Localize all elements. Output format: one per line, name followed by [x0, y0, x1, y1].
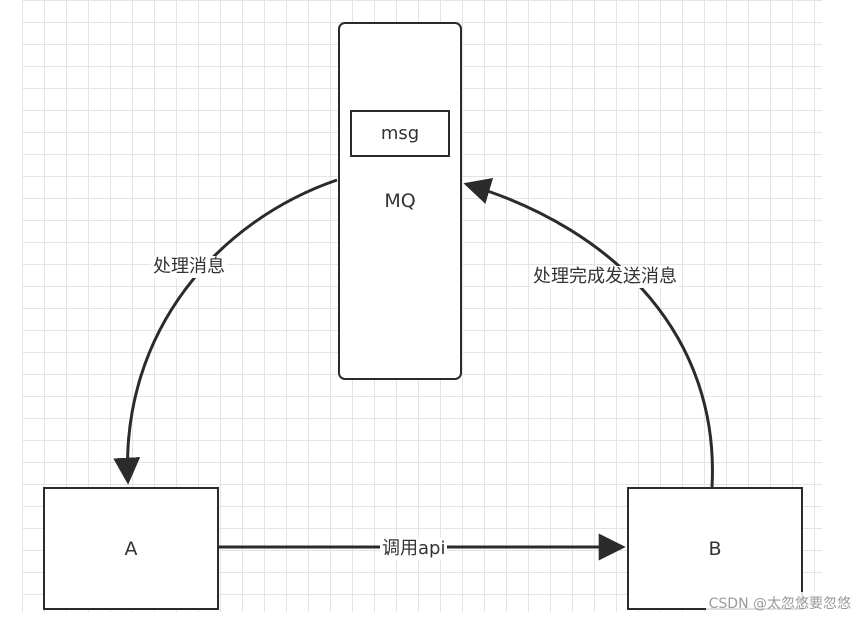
edge-label-call-api: 调用api [380, 538, 448, 560]
watermark: CSDN @太忽悠要忽悠 [705, 592, 854, 614]
mq-label: MQ [384, 190, 416, 212]
msg-node: msg [350, 110, 450, 157]
msg-label: msg [380, 123, 420, 144]
mq-node: MQ [338, 22, 462, 380]
edge-b-to-mq [463, 178, 714, 488]
node-b-label: B [708, 537, 722, 560]
node-a-label: A [124, 537, 138, 560]
edge-label-process-message: 处理消息 [151, 256, 227, 278]
edge-label-done-send-message: 处理完成发送消息 [531, 266, 679, 288]
edge-mq-to-a [113, 178, 338, 485]
node-a: A [43, 487, 219, 610]
